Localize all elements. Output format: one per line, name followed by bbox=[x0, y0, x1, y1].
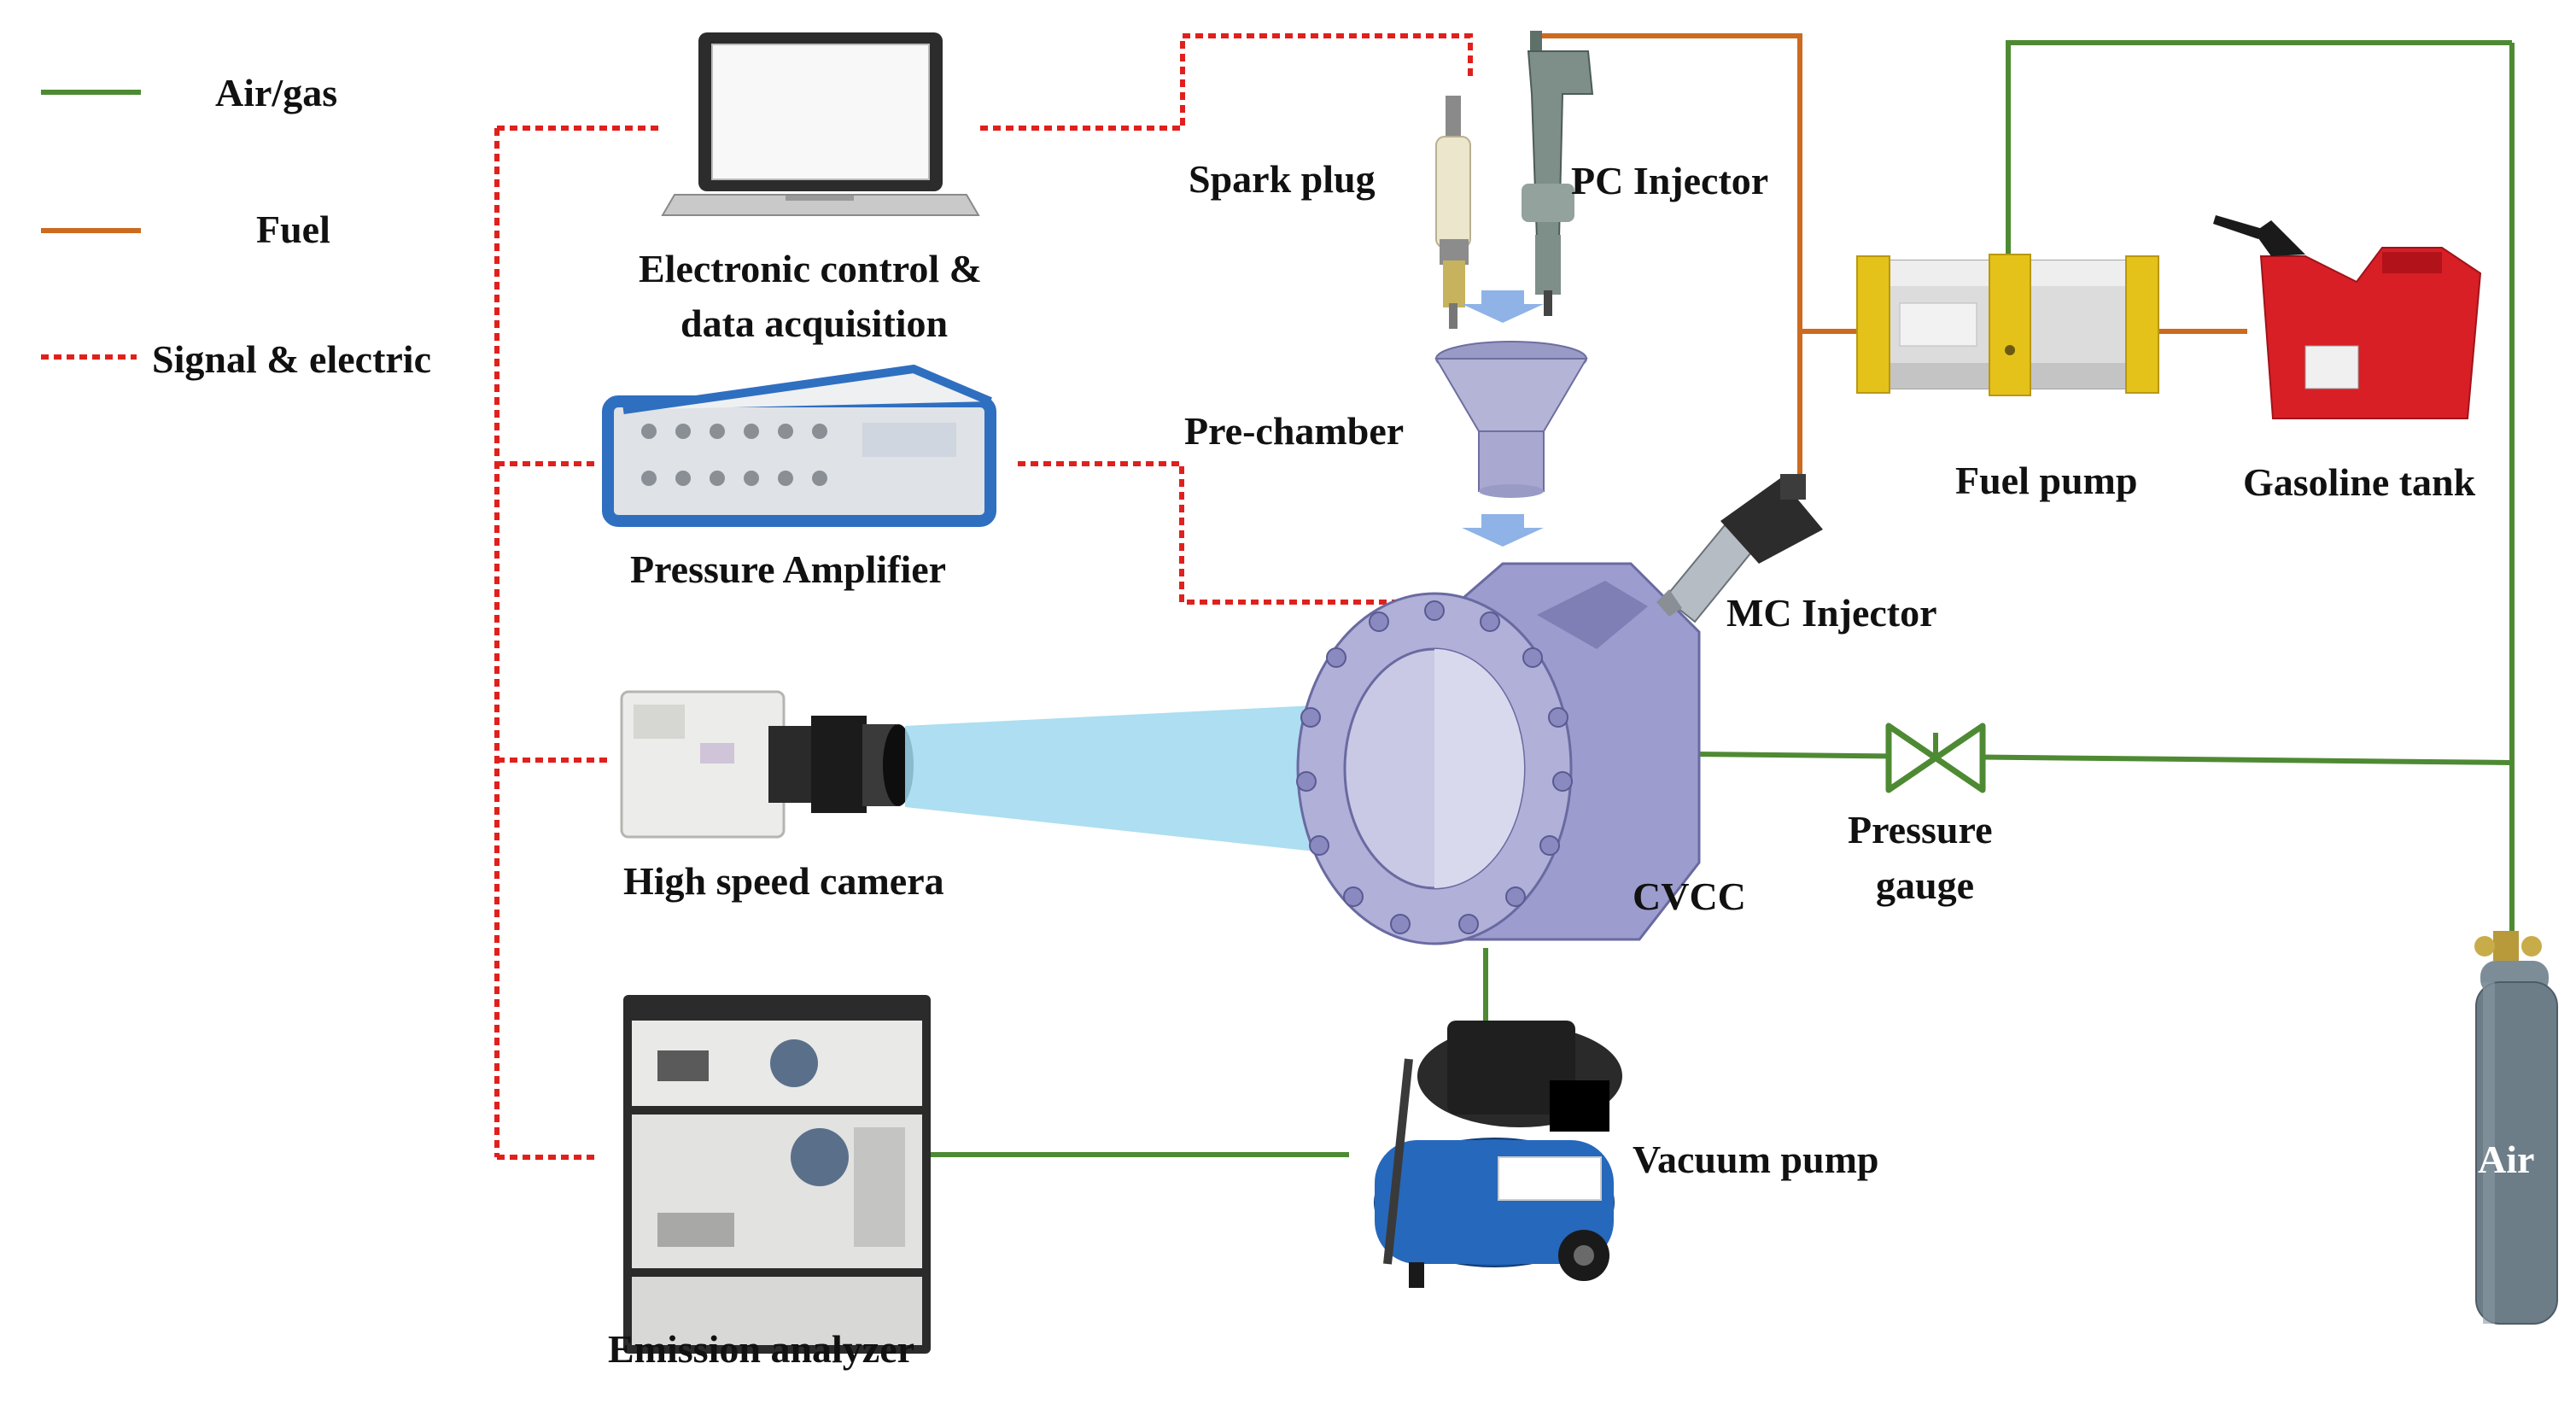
legend-air-label: Air/gas bbox=[215, 71, 337, 114]
vacuum-pump-icon bbox=[1374, 1021, 1622, 1288]
pre-chamber-icon bbox=[1434, 341, 1588, 498]
high-speed-camera-icon bbox=[620, 690, 914, 839]
emission-analyzer-icon bbox=[623, 995, 931, 1354]
air-to-fuel-pump bbox=[2006, 40, 2512, 256]
label-cvcc: CVCC bbox=[1633, 875, 1746, 918]
camera-light-cone bbox=[905, 700, 1417, 863]
label-spark-plug: Spark plug bbox=[1189, 157, 1376, 201]
gas-can-icon bbox=[2213, 215, 2482, 419]
label-pressure-amplifier: Pressure Amplifier bbox=[630, 547, 946, 591]
signal-ecu-to-spark bbox=[980, 33, 1473, 131]
label-pre-chamber: Pre-chamber bbox=[1184, 409, 1404, 453]
air-cylinder-icon bbox=[2474, 931, 2558, 1325]
arrow-down-icon bbox=[1462, 290, 1544, 323]
laptop-icon bbox=[661, 32, 980, 216]
label-gasoline-tank: Gasoline tank bbox=[2243, 460, 2476, 504]
label-pressure-gauge-line2: gauge bbox=[1876, 863, 1974, 907]
valve-icon bbox=[1885, 723, 1986, 793]
cvcc-chamber-icon bbox=[1296, 562, 1701, 945]
label-ecu-line2: data acquisition bbox=[681, 301, 948, 345]
air-to-cvcc bbox=[1694, 752, 2513, 765]
fuel-to-pc-injector bbox=[1537, 33, 1802, 478]
label-high-speed-camera: High speed camera bbox=[623, 859, 944, 903]
fuel-lines bbox=[1537, 33, 2247, 478]
component-labels: Electronic control & data acquisition Pr… bbox=[608, 157, 2534, 1371]
label-pressure-gauge-line1: Pressure bbox=[1848, 808, 1993, 851]
mc-injector-icon bbox=[1656, 474, 1823, 623]
pressure-amplifier-icon bbox=[602, 364, 996, 527]
label-mc-injector: MC Injector bbox=[1726, 591, 1937, 635]
label-vacuum-pump: Vacuum pump bbox=[1633, 1138, 1878, 1181]
spark-plug-icon bbox=[1435, 96, 1471, 329]
pc-injector-icon bbox=[1522, 31, 1594, 316]
signal-lines bbox=[494, 33, 1473, 1160]
label-fuel-pump: Fuel pump bbox=[1955, 459, 2137, 502]
legend-signal-label: Signal & electric bbox=[152, 337, 431, 381]
legend-fuel-label: Fuel bbox=[256, 208, 330, 251]
fuel-pump-icon bbox=[1856, 254, 2159, 396]
label-ecu-line1: Electronic control & bbox=[639, 247, 982, 290]
label-air-cylinder: Air bbox=[2478, 1138, 2534, 1181]
signal-amplifier-to-cvcc bbox=[1018, 461, 1434, 605]
label-emission-analyzer: Emission analyzer bbox=[608, 1327, 914, 1371]
label-pc-injector: PC Injector bbox=[1571, 159, 1768, 202]
legend: Air/gas Fuel Signal & electric bbox=[41, 71, 431, 381]
arrow-down-icon bbox=[1462, 514, 1544, 547]
